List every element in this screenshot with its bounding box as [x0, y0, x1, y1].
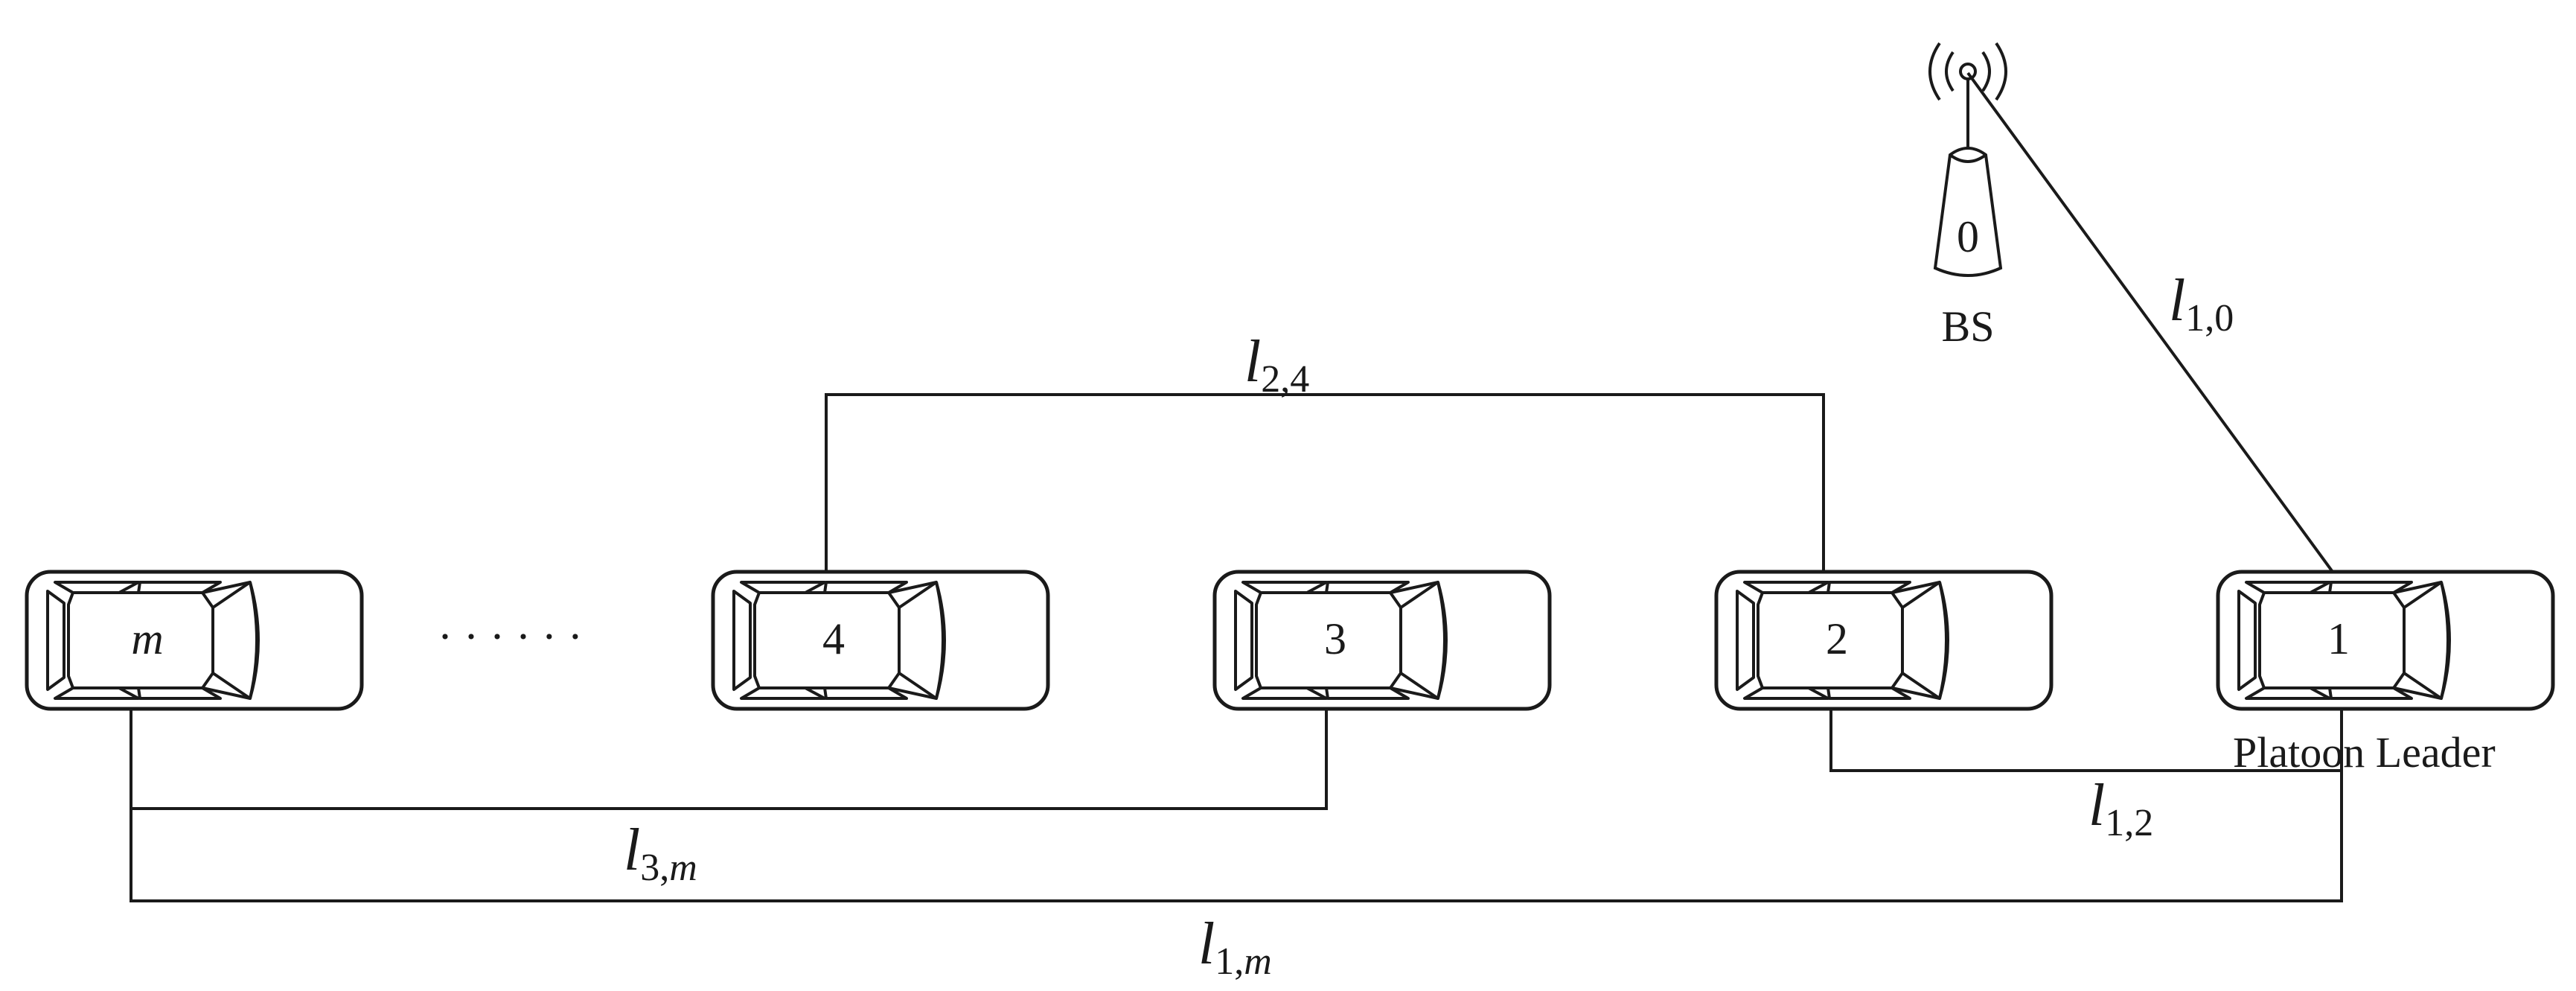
- vehicle-3: 3: [1215, 572, 1550, 709]
- link-line-2-4: [825, 393, 1825, 572]
- vehicle-4: 4: [713, 572, 1048, 709]
- label-l-1-2: l1,2: [2088, 773, 2153, 844]
- base-station: 0 BS: [1928, 42, 2007, 351]
- label-l-3-m: l3,m: [624, 818, 697, 889]
- vehicle-label-4: 4: [822, 614, 845, 663]
- link-lines: [130, 71, 2343, 902]
- base-station-label: BS: [1942, 302, 1995, 351]
- link-line-1-0: [1966, 71, 2334, 573]
- label-l-1-0: l1,0: [2169, 268, 2234, 340]
- vehicle-label-1: 1: [2327, 614, 2350, 663]
- antenna-signal-icon: [1928, 42, 2007, 149]
- link-line-1-m: [130, 709, 2343, 902]
- vehicle-label-2: 2: [1826, 614, 1848, 663]
- link-line-3-m: [130, 709, 1328, 810]
- vehicle-label-m: m: [131, 614, 163, 663]
- label-l-1-m: l1,m: [1198, 911, 1272, 983]
- link-line-1-2: [1829, 709, 2342, 772]
- ellipsis: · · · · · ·: [438, 612, 583, 661]
- vehicle-1: 1: [2218, 572, 2553, 709]
- label-l-2-4: l2,4: [1244, 329, 1309, 401]
- base-station-tower-icon: [1933, 147, 2003, 277]
- vehicle-2: 2: [1716, 572, 2051, 709]
- platoon-leader-caption: Platoon Leader: [2233, 728, 2496, 777]
- vehicle-label-3: 3: [1324, 614, 1346, 663]
- base-station-number: 0: [1957, 212, 1979, 261]
- vehicle-m: m: [27, 572, 362, 709]
